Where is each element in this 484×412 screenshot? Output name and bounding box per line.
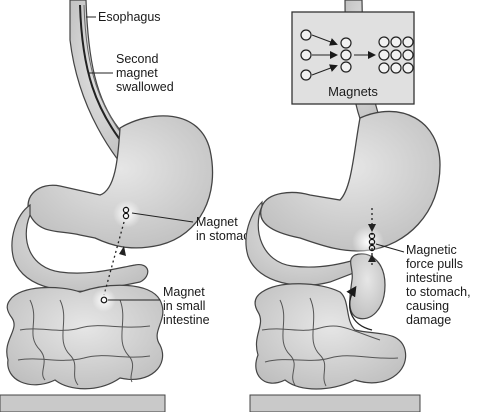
label-second-magnet-l3: swallowed [116, 80, 174, 94]
right-stomach [260, 110, 441, 252]
label-magnet-intestine-l3: intestine [163, 313, 210, 327]
leader-magnet-stomach [131, 212, 194, 223]
right-duodenum [245, 200, 364, 286]
magnet-in-intestine-icon [100, 296, 108, 304]
left-large-intestine [0, 394, 166, 412]
attached-magnets-icon [368, 232, 376, 252]
right-large-intestine [249, 394, 421, 412]
label-esophagus: Esophagus [98, 10, 161, 24]
left-stomach [27, 115, 214, 249]
magnets-inset-box: Magnets [291, 11, 415, 105]
right-small-intestine [254, 283, 407, 390]
right-panel: Magnets Magnetic force pulls intestine t… [245, 0, 471, 412]
left-small-intestine [6, 284, 164, 390]
left-panel: Esophagus Second magnet swallowed Magnet… [0, 0, 256, 412]
magnet-in-stomach-icon [122, 206, 130, 220]
label-magnet-intestine-l2: in small [163, 299, 205, 313]
label-magnetic-force-l1: Magnetic [406, 243, 457, 257]
label-magnet-stomach-l1: Magnet [196, 215, 238, 229]
label-magnet-intestine-l1: Magnet [163, 285, 205, 299]
label-second-magnet-l1: Second [116, 52, 158, 66]
label-magnetic-force-l5: causing [406, 299, 449, 313]
label-magnet-stomach-l2: in stomach [196, 229, 256, 243]
label-second-magnet-l2: magnet [116, 66, 158, 80]
pulled-intestine-loop [349, 253, 386, 320]
pull-arrow [346, 285, 373, 331]
leader-magnetic-force [375, 243, 405, 253]
label-magnetic-force-l6: damage [406, 313, 451, 327]
label-magnetic-force-l2: force pulls [406, 257, 463, 271]
label-magnetic-force-l4: to stomach, [406, 285, 471, 299]
left-duodenum [11, 203, 149, 292]
label-magnetic-force-l3: intestine [406, 271, 453, 285]
magnets-box-title: Magnets [328, 84, 378, 99]
